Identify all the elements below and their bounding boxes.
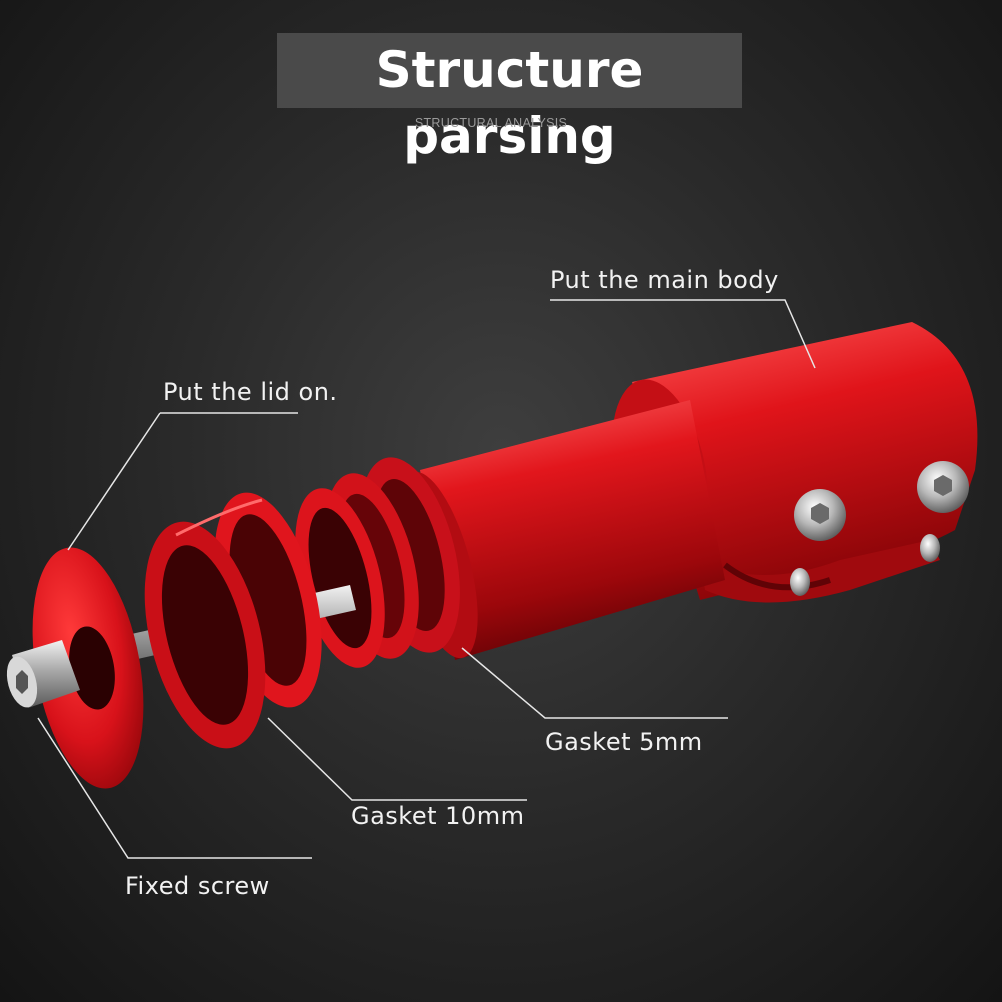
- label-fixed-screw: Fixed screw: [125, 872, 270, 900]
- leader-fixed-screw: [37, 717, 312, 859]
- label-gasket-10mm: Gasket 10mm: [351, 802, 525, 830]
- fixed-screw-head: [6, 640, 80, 708]
- page-title: Structure parsing: [375, 41, 644, 165]
- leader-gasket-5mm: [461, 647, 728, 719]
- label-main-body: Put the main body: [550, 266, 779, 294]
- label-gasket-5mm: Gasket 5mm: [545, 728, 703, 756]
- gasket-10mm-ring: [144, 492, 322, 749]
- top-cap-lid: [32, 547, 144, 789]
- leader-main-body: [550, 299, 816, 369]
- leader-lid: [67, 412, 161, 551]
- leader-lines: [37, 299, 816, 859]
- page-subtitle: STRUCTURAL ANALYSIS: [414, 116, 568, 130]
- label-lid: Put the lid on.: [163, 378, 338, 406]
- hex-socket-icon: [16, 670, 28, 694]
- clamp-bolts: [790, 461, 969, 596]
- leader-gasket-10mm: [267, 717, 527, 801]
- title-banner: Structure parsing: [277, 33, 742, 165]
